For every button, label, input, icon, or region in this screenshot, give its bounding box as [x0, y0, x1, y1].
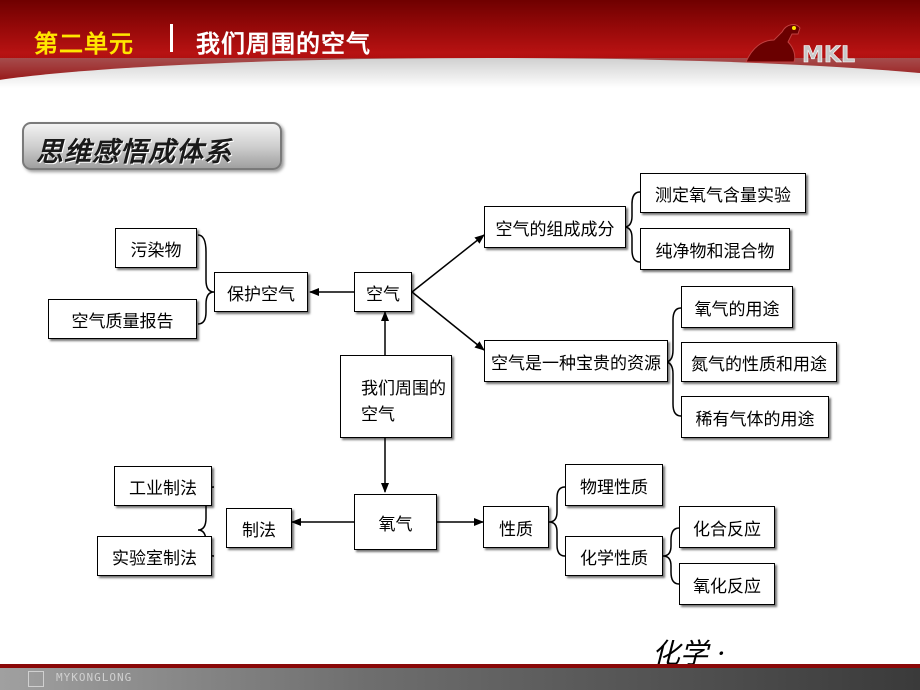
header-shade [0, 58, 920, 88]
section-banner: 思维感悟成体系 [22, 122, 282, 170]
dinosaur-logo-icon: MKL [745, 24, 855, 68]
footer-brand: MYKONGLONG [56, 671, 133, 684]
chemical-node: 化学性质 [565, 536, 663, 576]
oxidation-node: 氧化反应 [679, 563, 775, 605]
laboratory-node: 实验室制法 [97, 536, 212, 576]
industrial-node: 工业制法 [114, 466, 212, 506]
preparation-node: 制法 [226, 508, 292, 548]
center-node: 我们周围的空气 [340, 355, 452, 438]
footer-bar: MYKONGLONG [0, 668, 920, 690]
oxygen-node: 氧气 [354, 494, 437, 550]
air-resource-node: 空气是一种宝贵的资源 [484, 340, 668, 382]
arrow-air-to-resource [411, 291, 485, 351]
logo-text: MKL [802, 43, 855, 68]
nitrogen-node: 氮气的性质和用途 [681, 342, 837, 382]
pollutants-node: 污染物 [115, 228, 197, 268]
air-quality-report-node: 空气质量报告 [48, 299, 197, 339]
brand-mark-icon [28, 671, 44, 687]
properties-node: 性质 [483, 506, 549, 548]
brace-composition [623, 191, 641, 263]
footer-accent [0, 664, 920, 668]
air-node: 空气 [354, 272, 412, 312]
section-banner-text: 思维感悟成体系 [36, 137, 232, 168]
combination-node: 化合反应 [679, 506, 775, 548]
physical-node: 物理性质 [565, 464, 663, 506]
air-composition-node: 空气的组成成分 [484, 206, 626, 248]
brace-properties [548, 486, 566, 557]
noble-gas-node: 稀有气体的用途 [681, 396, 829, 438]
brace-chemical [662, 527, 680, 585]
title-separator [170, 24, 173, 52]
brace-protect [197, 234, 215, 325]
measure-oxygen-node: 测定氧气含量实验 [640, 173, 806, 213]
unit-label: 第二单元 [34, 30, 134, 58]
arrow-air-to-composition [411, 234, 485, 293]
oxygen-use-node: 氧气的用途 [681, 286, 793, 328]
header-bar: 第二单元 我们周围的空气 MKL [0, 0, 920, 88]
pure-mixture-node: 纯净物和混合物 [640, 228, 790, 270]
page-title: 我们周围的空气 [196, 30, 371, 58]
protect-air-node: 保护空气 [214, 272, 308, 312]
